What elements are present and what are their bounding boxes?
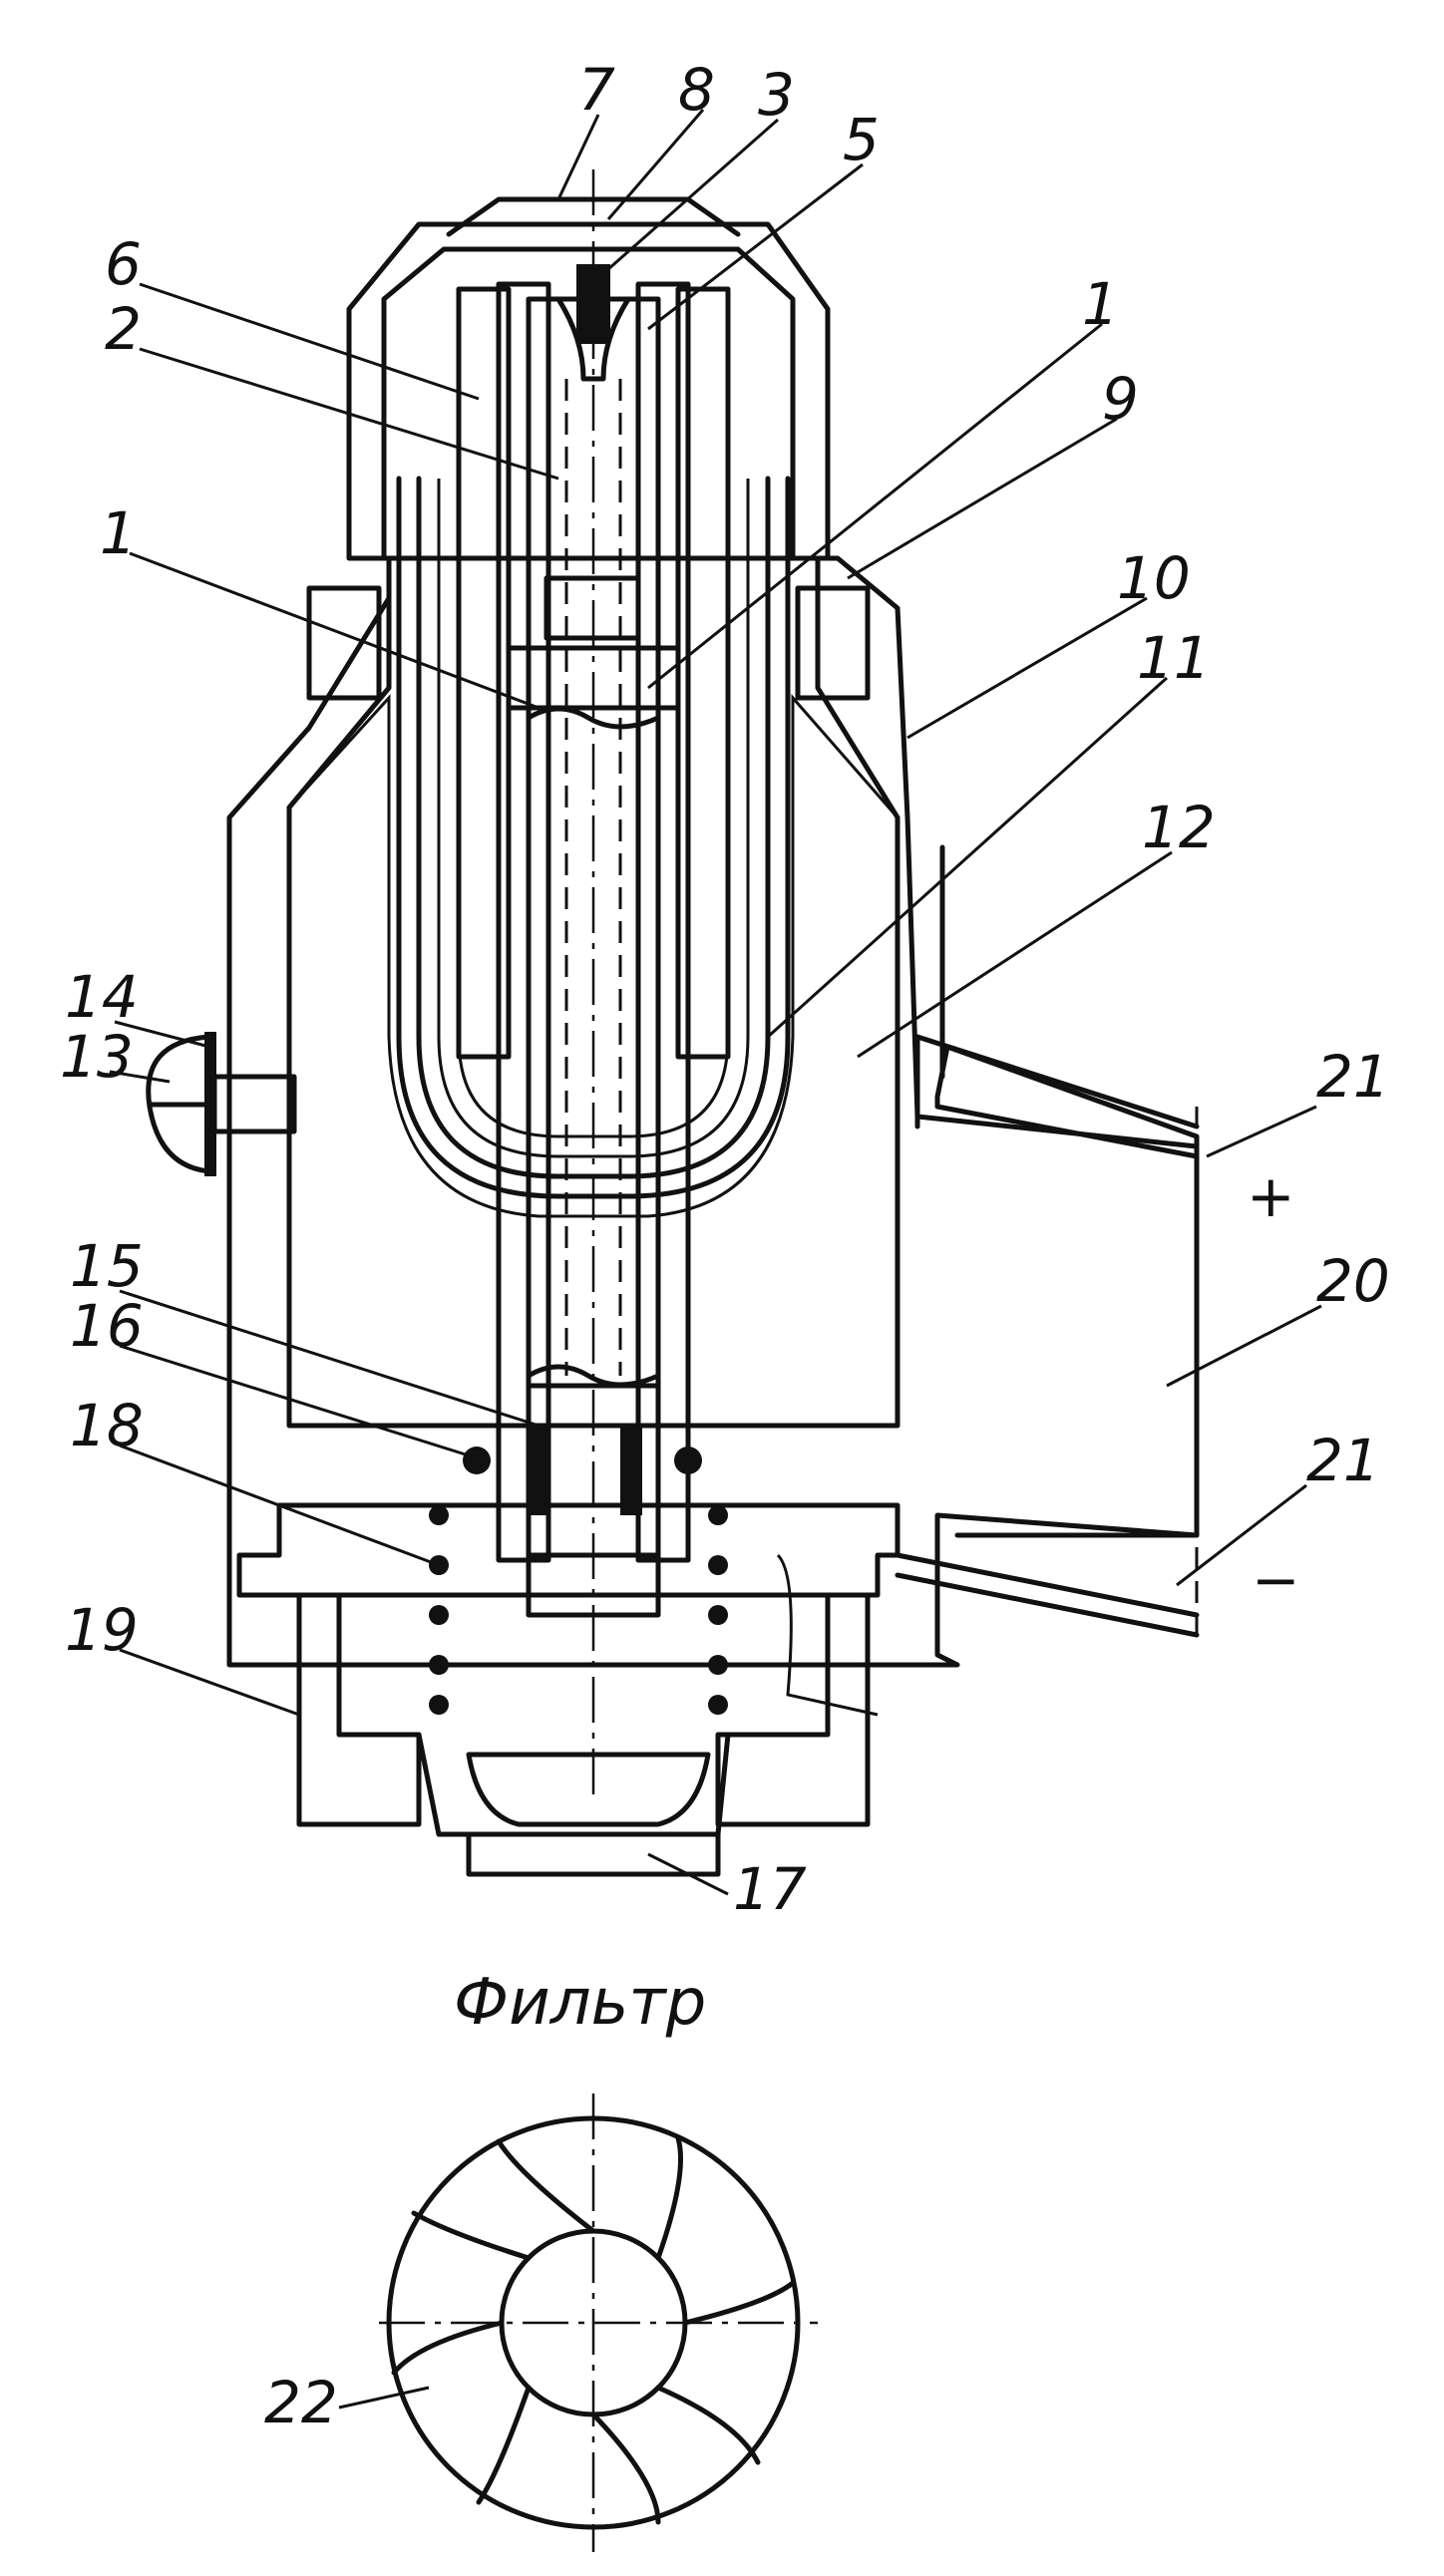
callout-10: 10 [1117, 544, 1191, 612]
callout-labels: 7 8 3 5 6 2 1 9 1 10 11 12 14 13 21 20 1… [60, 56, 1390, 2436]
filter-disc [379, 2093, 818, 2552]
outer-housing [226, 555, 1200, 1668]
central-tube [496, 264, 691, 1618]
callout-1-left: 1 [100, 499, 137, 567]
callout-2: 2 [105, 295, 142, 363]
polarity-plus: + [1247, 1162, 1295, 1230]
callout-21-top: 21 [1316, 1043, 1390, 1111]
callout-15: 15 [70, 1232, 144, 1300]
callout-6: 6 [105, 230, 142, 298]
side-screw [146, 1032, 297, 1176]
callout-1-right: 1 [1082, 270, 1119, 338]
polarity-minus: − [1252, 1546, 1300, 1614]
callout-12: 12 [1142, 794, 1216, 861]
right-duct [776, 844, 1200, 1717]
callout-8: 8 [678, 56, 715, 124]
callout-13: 13 [60, 1023, 134, 1091]
callout-22: 22 [264, 2369, 338, 2436]
callout-16: 16 [70, 1292, 144, 1360]
callout-7: 7 [578, 56, 615, 124]
callout-5: 5 [843, 106, 880, 173]
callout-18: 18 [70, 1392, 144, 1459]
callout-9: 9 [1102, 365, 1139, 433]
leader-lines [109, 109, 1322, 2410]
fiber-insulation [287, 694, 900, 1428]
base-cup [236, 1502, 901, 1877]
callout-20: 20 [1316, 1247, 1390, 1315]
callout-19: 19 [65, 1596, 139, 1664]
collar-ring [306, 585, 871, 701]
callout-14: 14 [65, 963, 139, 1031]
filter-title: Фильтр [454, 1966, 706, 2040]
callout-11: 11 [1137, 624, 1211, 692]
spring-coil-dots [429, 1447, 728, 1715]
callout-21-bottom: 21 [1306, 1427, 1380, 1494]
callout-3: 3 [758, 61, 795, 129]
callout-17: 17 [733, 1855, 807, 1923]
